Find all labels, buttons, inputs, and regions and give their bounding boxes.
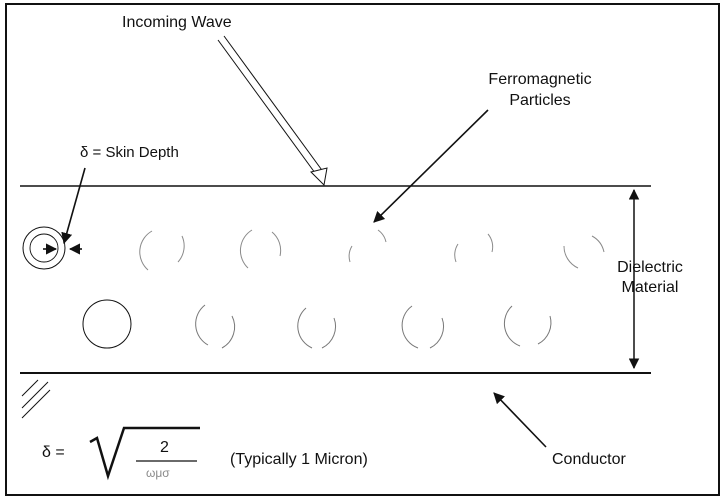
conductor-arrow (493, 392, 547, 448)
skin-depth-label: δ = Skin Depth (80, 144, 179, 161)
typical-value-label: (Typically 1 Micron) (230, 451, 368, 468)
conductor-hatch (21, 379, 51, 419)
skin-depth-arrow (61, 167, 86, 245)
incoming-wave-arrow (217, 35, 328, 187)
ferromagnetic-label: Ferromagnetic (488, 71, 592, 88)
particles-row-bottom (82, 299, 552, 349)
ferromagnetic-arrow (373, 109, 489, 223)
particles-label: Particles (509, 92, 571, 109)
formula-denominator: ωμσ (146, 466, 170, 480)
skin-depth-particle (22, 226, 66, 270)
outer-frame (5, 3, 720, 496)
material-label: Material (621, 279, 679, 296)
formula-lhs: δ = (42, 444, 65, 461)
formula-numerator: 2 (160, 439, 169, 456)
incoming-wave-label: Incoming Wave (122, 14, 232, 31)
dielectric-label: Dielectric (617, 259, 683, 276)
formula-radical (89, 426, 200, 481)
conductor-label: Conductor (552, 451, 626, 468)
particles-row-top (139, 229, 605, 271)
